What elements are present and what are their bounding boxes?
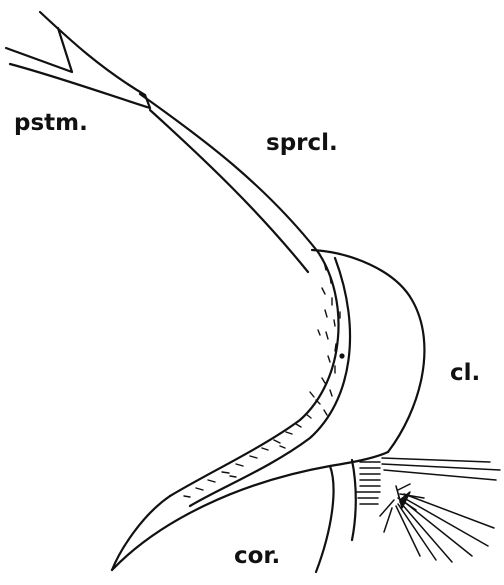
cleithrum-bone [112,250,424,570]
label-cor: cor. [234,545,280,568]
coracoid-bone [316,460,356,572]
label-sprcl: sprcl. [266,132,338,155]
label-pstm: pstm. [14,112,88,135]
posttemporal-bone [6,12,150,108]
cleithrum-stippling [184,262,345,497]
supracleithrum-bone [140,94,318,272]
label-cl: cl. [450,362,480,385]
fin-rays [356,458,500,562]
